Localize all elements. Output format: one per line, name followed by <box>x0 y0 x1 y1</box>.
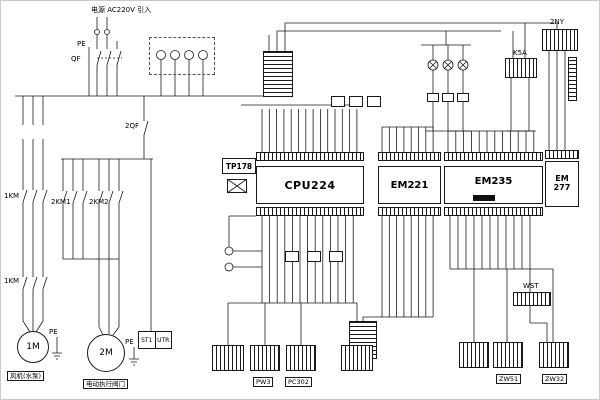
wst-module <box>513 292 551 306</box>
relay-box-1 <box>331 96 345 107</box>
plc-em221: EM221 <box>378 166 441 204</box>
field-block-1 <box>212 345 244 371</box>
field-block-pw3 <box>250 345 280 371</box>
power-in-label: 电源 AC220V 引入 <box>91 6 152 14</box>
field-block-zw32 <box>539 342 569 368</box>
pw3-label: PW3 <box>253 377 274 388</box>
motor-2m-label: 2M <box>99 348 113 358</box>
tp178-label: TP178 <box>225 161 253 171</box>
breaker-2qf-label: 2QF <box>125 122 139 130</box>
field-block-2 <box>341 345 373 371</box>
plc-em235: EM235 <box>444 166 543 204</box>
contact-1km-aux-label: 1KM <box>4 277 20 285</box>
relay-box-4 <box>427 93 439 102</box>
incoming-power-wires <box>15 17 269 97</box>
em235-label: EM235 <box>474 175 513 187</box>
st1-label: ST1 <box>139 332 156 348</box>
em221-top-bundle <box>381 127 434 152</box>
cpu224-top-terminals <box>256 152 364 161</box>
em235-top-bundle <box>447 131 535 152</box>
plc-em277: EM 277 <box>545 161 579 207</box>
bundle-collectors <box>224 104 554 345</box>
valve-terminal-box: ST1 UTR <box>138 331 172 349</box>
output-relay-2 <box>307 251 321 262</box>
motor-1m-label: 1M <box>26 342 40 352</box>
contactor-2km2-label: 2KM2 <box>89 198 109 206</box>
relay-box-6 <box>457 93 469 102</box>
em221-label: EM221 <box>390 179 429 191</box>
right-edge-terminal-strip <box>568 57 577 101</box>
motor1-branch-wires <box>19 96 62 360</box>
control-terminal-block <box>263 51 293 97</box>
metering-dashed-box <box>149 37 215 75</box>
motor-2m: 2M <box>87 334 125 372</box>
em235-bottom-bundle <box>449 216 531 269</box>
field-block-3 <box>459 342 489 368</box>
pc302-label: PC302 <box>285 377 312 388</box>
cpu224-bottom-terminals <box>256 207 364 216</box>
em277-label-line1: EM <box>555 174 569 184</box>
contactor-1km-label: 1KM <box>4 192 20 200</box>
cpu224-label: CPU224 <box>284 178 336 192</box>
output-relay-1 <box>285 251 299 262</box>
relay-box-5 <box>442 93 454 102</box>
em235-bottom-terminals <box>444 207 543 216</box>
motor-2m-caption: 电动执行阀门 <box>83 379 128 390</box>
programming-port-box <box>227 179 247 193</box>
motor-1m-pe-label: PE <box>49 328 58 336</box>
motor-1m: 1M <box>17 331 49 363</box>
k5a-label: K5A <box>513 49 527 57</box>
zw32-label: ZW32 <box>542 374 568 385</box>
em277-label-line2: 277 <box>553 183 571 192</box>
wst-label: WST <box>523 282 539 290</box>
2ny-module <box>542 29 578 51</box>
field-block-zw51 <box>493 342 523 368</box>
k5a-module <box>505 58 537 78</box>
motor2-branch-wires <box>61 96 153 366</box>
relay-box-2 <box>349 96 363 107</box>
hmi-tp178: TP178 <box>222 158 256 174</box>
field-block-pc302 <box>286 345 316 371</box>
zw51-label: ZW51 <box>496 374 522 385</box>
em277-top-terminals <box>545 150 579 159</box>
2ny-label: 2NY <box>550 18 564 26</box>
motor-1m-caption: 风机(水泵) <box>7 371 45 382</box>
em221-bottom-bundle <box>381 216 434 317</box>
plc-cpu224: CPU224 <box>256 166 364 204</box>
pe-top-label: PE <box>77 40 86 48</box>
contactor-2km1-label: 2KM1 <box>51 198 71 206</box>
cpu-top-bundle <box>261 109 358 152</box>
utr-label: UTR <box>157 336 170 344</box>
em235-dip-switch <box>473 195 495 201</box>
relay-box-3 <box>367 96 381 107</box>
em221-bottom-terminals <box>378 207 441 216</box>
meter-wires <box>156 50 208 96</box>
em221-top-terminals <box>378 152 441 161</box>
em235-top-terminals <box>444 152 543 161</box>
motor-2m-pe-label: PE <box>125 338 134 346</box>
breaker-qf-label: QF <box>71 55 81 63</box>
output-relay-3 <box>329 251 343 262</box>
